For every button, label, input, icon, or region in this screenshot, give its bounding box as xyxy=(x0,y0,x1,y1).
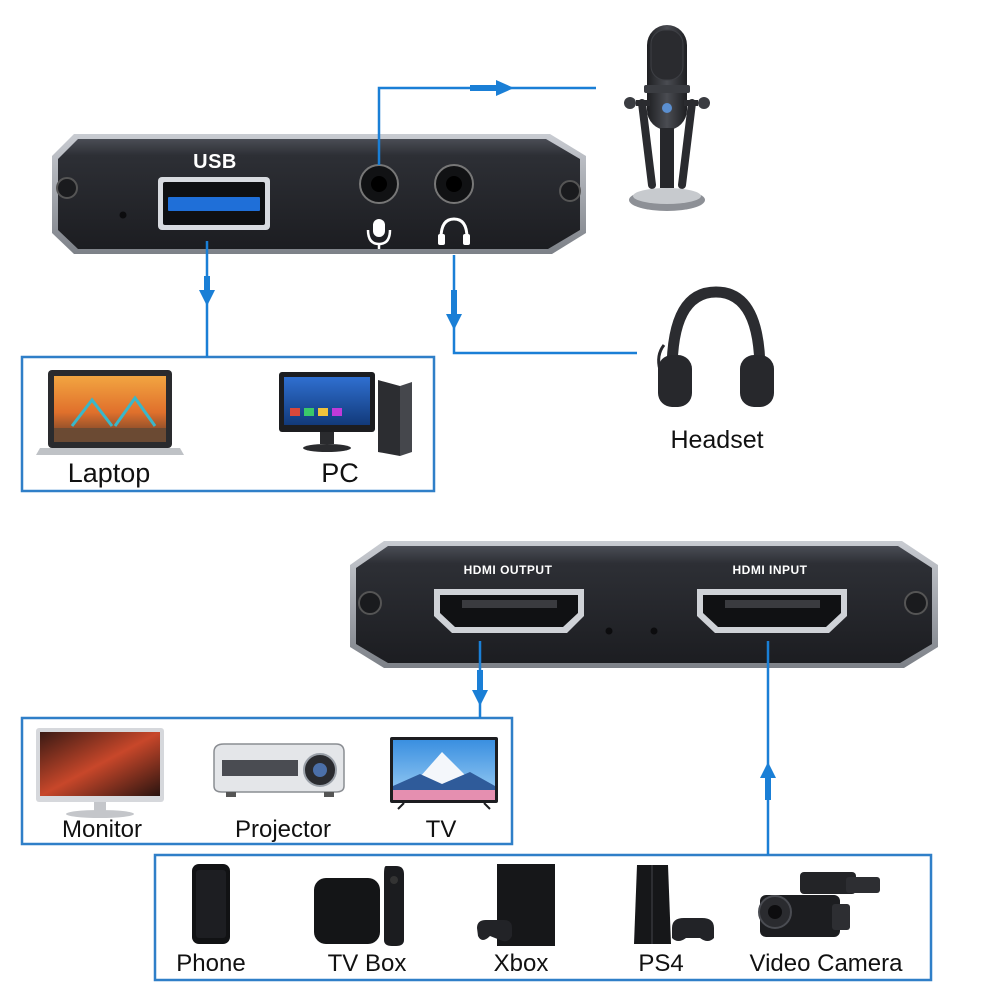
ps4-label: PS4 xyxy=(638,950,684,977)
video-camera-icon xyxy=(758,872,880,937)
ps4-icon xyxy=(634,865,714,944)
usb-down-arrow xyxy=(199,290,215,306)
headset-down-arrow-shaft xyxy=(451,290,457,316)
hdmi-out-down-arrow xyxy=(472,690,488,706)
tv-box-label: TV Box xyxy=(327,950,407,977)
usb-targets-box xyxy=(20,355,436,493)
tv-icon xyxy=(390,737,498,810)
hdmi-in-up-arrow xyxy=(760,762,776,778)
laptop-icon xyxy=(36,370,184,455)
pc-icon xyxy=(279,372,412,456)
xbox-label: Xbox xyxy=(493,950,549,977)
projector-icon xyxy=(213,743,345,797)
monitor-label: Monitor xyxy=(61,816,143,843)
headset-down-arrow xyxy=(446,314,462,330)
monitor-icon xyxy=(36,728,164,818)
phone-icon xyxy=(192,864,230,944)
headset-icon xyxy=(657,286,774,407)
tv-label: TV xyxy=(425,816,457,843)
headphone-jack-icon xyxy=(438,217,470,245)
mic-right-arrow xyxy=(496,80,514,96)
xbox-icon xyxy=(477,864,555,946)
hdmi-out-down-arrow-shaft xyxy=(477,670,483,692)
video-camera-label: Video Camera xyxy=(749,950,903,977)
microphone-icon xyxy=(624,25,710,211)
headset-label: Headset xyxy=(670,426,764,454)
laptop-label: Laptop xyxy=(67,458,151,488)
arrowheads xyxy=(199,80,776,800)
usb-down-arrow-shaft xyxy=(204,276,210,292)
mic-right-arrow-shaft xyxy=(470,85,498,91)
microphone-jack-icon xyxy=(366,219,392,249)
usb-capture-device xyxy=(52,134,586,254)
tv-box-icon xyxy=(314,866,404,946)
usb-port-label: USB xyxy=(193,151,237,173)
projector-label: Projector xyxy=(234,816,332,843)
hdmi-input-label: HDMI INPUT xyxy=(732,563,808,577)
hdmi-output-label: HDMI OUTPUT xyxy=(463,563,553,577)
hdmi-capture-device xyxy=(350,541,938,668)
phone-label: Phone xyxy=(176,950,246,977)
display-outputs-box xyxy=(20,716,514,846)
pc-label: PC xyxy=(321,458,359,488)
video-sources-box xyxy=(153,853,933,982)
hdmi-in-up-arrow-shaft xyxy=(765,776,771,800)
